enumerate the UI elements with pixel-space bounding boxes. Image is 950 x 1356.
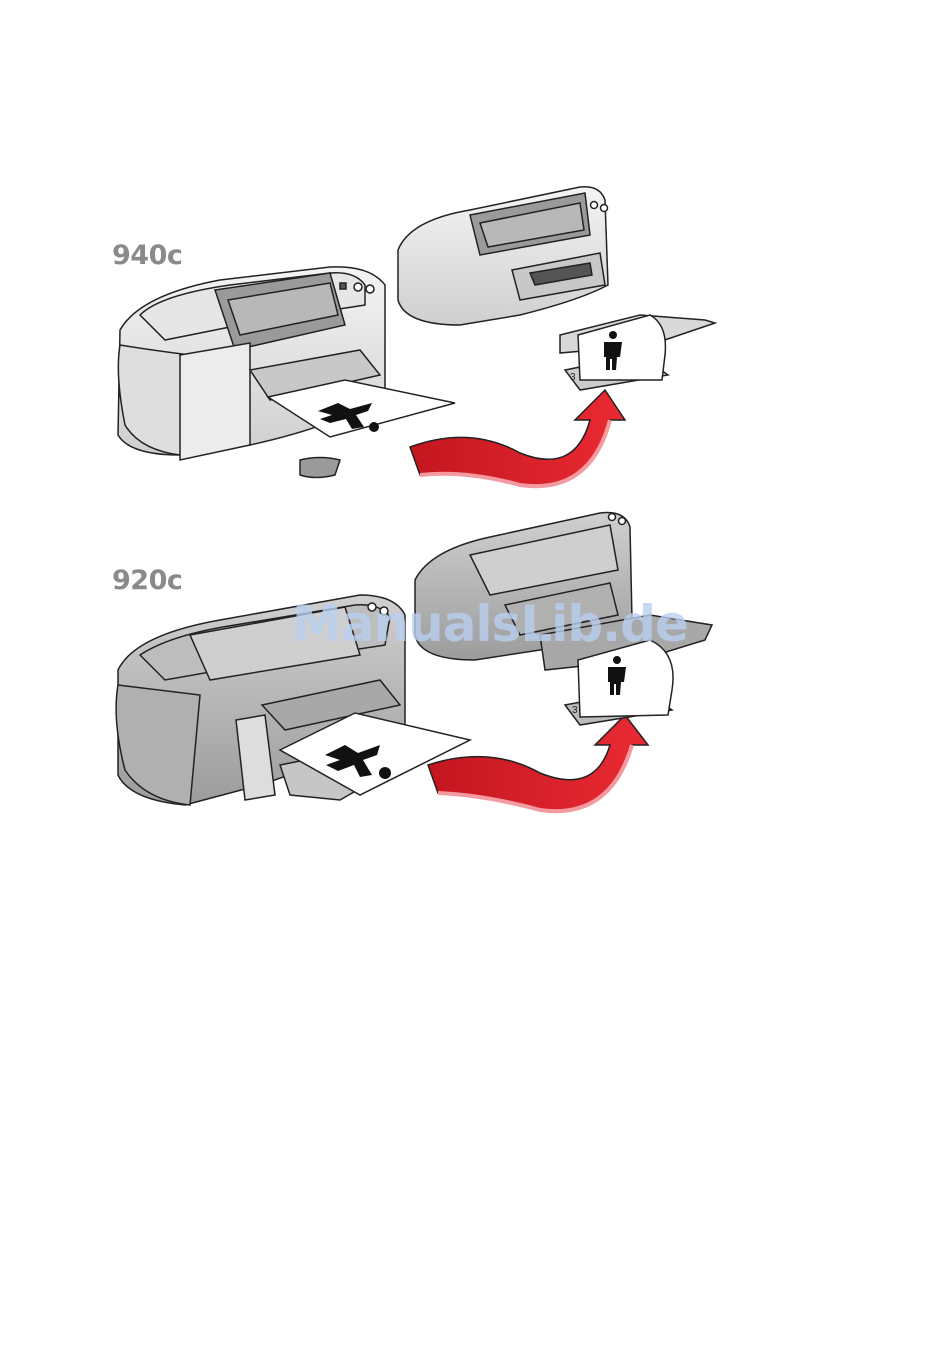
reverse-label: 3: [572, 705, 578, 716]
illustration-920c: 3: [0, 495, 950, 825]
reverse-label: 3: [570, 372, 576, 383]
flip-arrow: [428, 715, 648, 811]
printer-with-tray: [398, 187, 715, 353]
illustration-940c: 3: [0, 175, 950, 505]
watermark: ManualsLib.de: [292, 595, 688, 653]
printer-front-view: [118, 267, 385, 478]
reversed-page-stack: 3: [565, 315, 668, 390]
